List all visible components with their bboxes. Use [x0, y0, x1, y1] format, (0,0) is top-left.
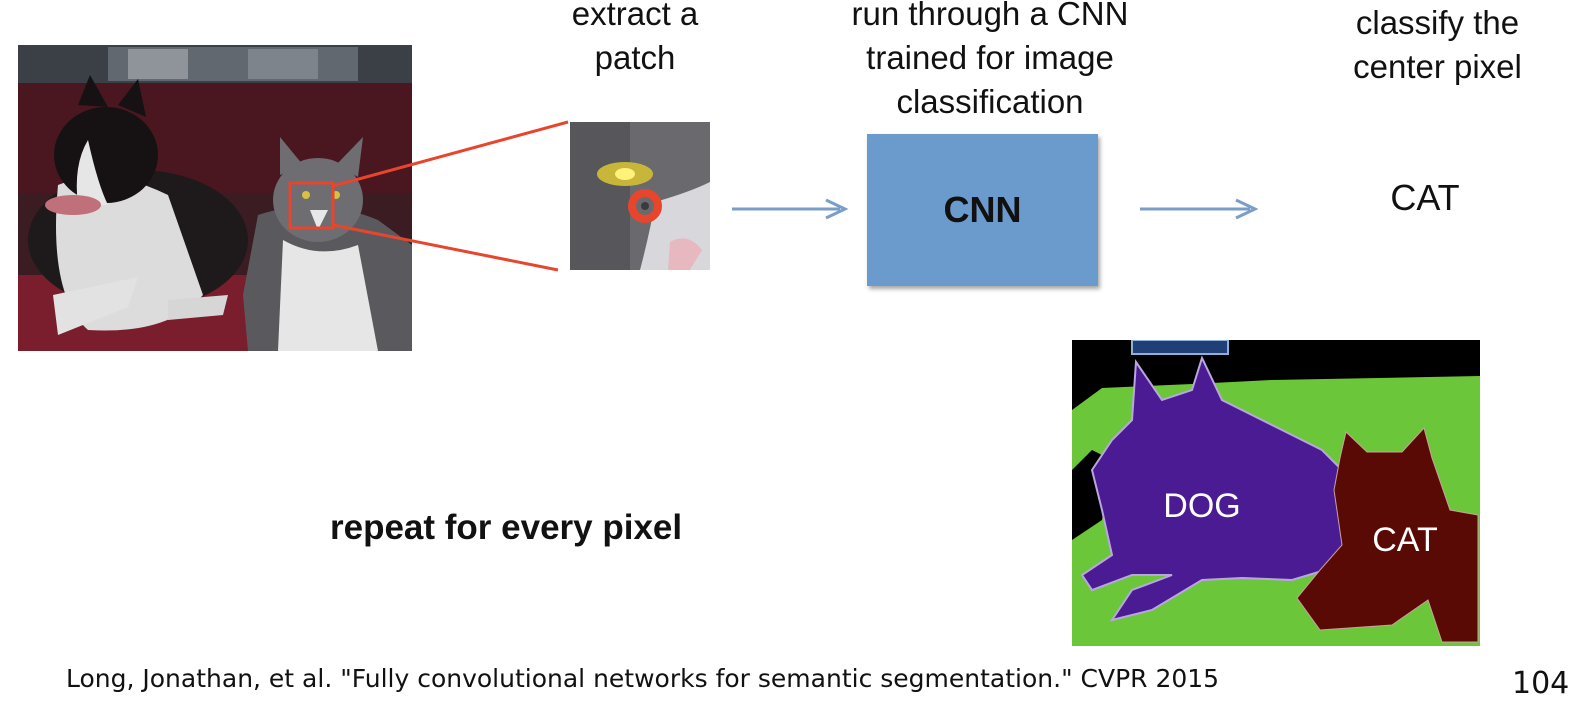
- arrow-to-result: [1140, 198, 1259, 220]
- citation: Long, Jonathan, et al. "Fully convolutio…: [66, 664, 1220, 693]
- cnn-box: CNN: [867, 134, 1098, 286]
- cnn-box-label: CNN: [943, 189, 1022, 230]
- segmentation-map: DOG CAT: [1072, 340, 1480, 646]
- classification-result: CAT: [1390, 177, 1460, 218]
- input-photo: [18, 45, 412, 351]
- extracted-patch: [570, 122, 710, 270]
- step-extract-heading: extract a patch: [571, 0, 699, 76]
- step-classify-heading: classify the center pixel: [1353, 4, 1522, 85]
- segmentation-cat-label: CAT: [1372, 521, 1437, 559]
- arrow-to-cnn: [732, 198, 849, 220]
- segmentation-dog-label: DOG: [1163, 487, 1240, 525]
- page-number: 104: [1512, 666, 1570, 701]
- step-cnn-heading: run through a CNN trained for image clas…: [851, 0, 1129, 120]
- repeat-instruction: repeat for every pixel: [330, 508, 683, 547]
